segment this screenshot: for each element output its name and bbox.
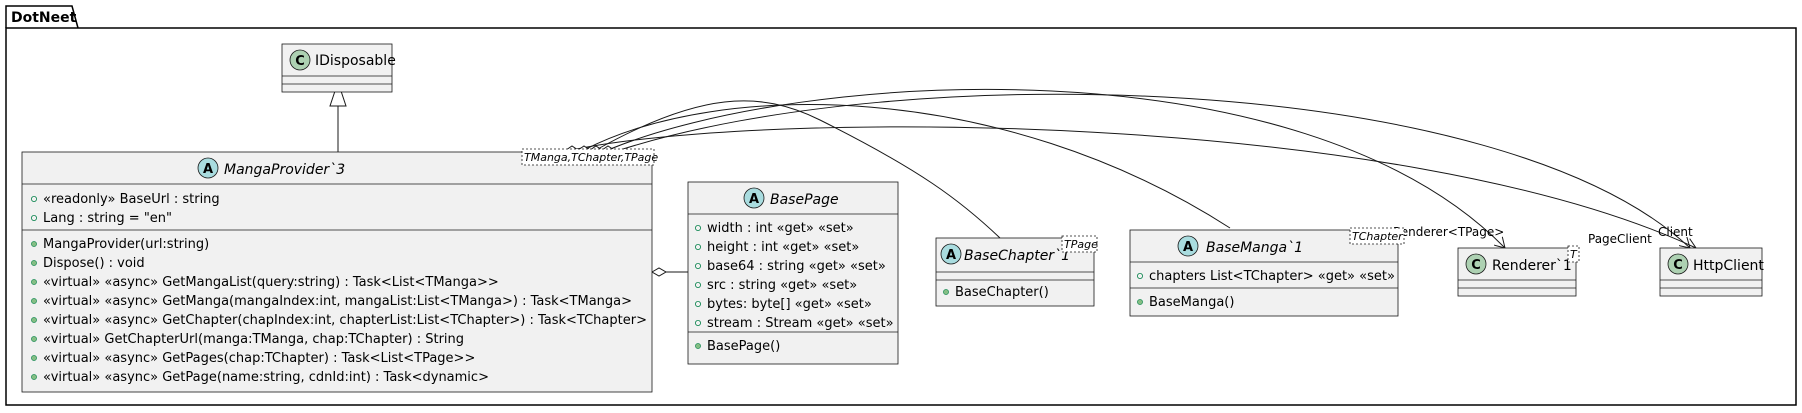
class-stereotype-circle <box>289 49 311 71</box>
field-visibility-icon <box>695 300 702 307</box>
aggregation-chapter-line <box>595 100 1001 239</box>
edge-label-renderer: Renderer<TPage> <box>1393 225 1504 239</box>
method-list: BaseManga() <box>1137 295 1234 310</box>
method-signature: MangaProvider(url:string) <box>43 237 209 252</box>
method-signature: BasePage() <box>707 339 780 354</box>
method-signature: «virtual» «async» GetChapter(chapIndex:i… <box>43 313 647 328</box>
class-stereotype-circle <box>197 157 219 179</box>
method-list: MangaProvider(url:string) Dispose() : voi… <box>31 237 647 385</box>
class-name: BaseManga`1 <box>1206 240 1303 256</box>
field-visibility-icon <box>30 195 37 202</box>
edge-label-pageclient: PageClient <box>1588 232 1652 246</box>
field-list: chapters List<TChapter> «get» «set» <box>1137 269 1395 284</box>
method-visibility-icon <box>31 374 37 380</box>
association-renderer-line <box>607 88 1505 248</box>
method-signature: «virtual» «async» GetPage(name:string, c… <box>43 370 489 385</box>
method-visibility-icon <box>31 298 37 304</box>
field-signature: Lang : string = "en" <box>43 211 172 226</box>
class-base-chapter: A BaseChapter`1 TPage BaseChapter() <box>935 235 1098 307</box>
association-client-line <box>571 126 1696 248</box>
method-signature: «virtual» «async» GetMangaList(query:str… <box>43 275 499 290</box>
generic-param-box <box>521 148 655 166</box>
method-visibility-icon <box>31 260 37 266</box>
class-stereotype-circle <box>1177 235 1199 257</box>
class-stereotype-letter: C <box>1471 258 1481 273</box>
relationships <box>329 80 1696 277</box>
field-list: width : int «get» «set» height : int «get… <box>695 221 894 331</box>
generic-param-label: T <box>1570 248 1578 261</box>
field-visibility-icon <box>695 262 702 269</box>
field-signature: width : int «get» «set» <box>707 221 854 236</box>
field-visibility-icon <box>695 319 702 326</box>
aggregation-manga-line <box>583 104 1231 229</box>
class-stereotype-letter: A <box>946 248 956 263</box>
method-signature: Dispose() : void <box>43 256 145 271</box>
method-visibility-icon <box>31 279 37 285</box>
association-pageclient-line <box>619 93 1690 248</box>
generic-param-box <box>1061 235 1098 253</box>
method-visibility-icon <box>1137 299 1143 305</box>
generic-param-box <box>1567 245 1580 263</box>
method-visibility-icon <box>943 289 949 295</box>
method-signature: «virtual» GetChapterUrl(manga:TManga, ch… <box>43 332 464 347</box>
class-idisposable: C IDisposable <box>281 43 396 93</box>
realization-triangle <box>329 80 347 107</box>
field-signature: base64 : string «get» «set» <box>707 259 886 274</box>
field-signature: stream : Stream «get» «set» <box>707 316 894 331</box>
field-visibility-icon <box>1137 272 1144 279</box>
class-base-manga: A BaseManga`1 TChapter chapters List<TCh… <box>1129 227 1405 317</box>
class-manga-provider: A MangaProvider`3 TManga,TChapter,TPage … <box>21 148 658 393</box>
generic-param-label: TChapter <box>1352 230 1404 243</box>
field-visibility-icon <box>30 214 37 221</box>
method-visibility-icon <box>31 336 37 342</box>
class-name: HttpClient <box>1693 258 1764 274</box>
class-stereotype-letter: A <box>203 162 213 177</box>
class-http-client: C HttpClient <box>1659 247 1764 297</box>
class-stereotype-circle <box>743 187 765 209</box>
class-base-page: A BasePage width : int «get» «set» height… <box>687 181 899 365</box>
aggregation-page-diamond <box>650 267 668 277</box>
package-name: DotNeet <box>11 10 77 26</box>
class-stereotype-letter: A <box>749 192 759 207</box>
generic-param-box <box>1349 227 1405 245</box>
package-frame <box>5 27 1797 406</box>
class-stereotype-letter: C <box>295 54 305 69</box>
class-name: Renderer`1 <box>1492 258 1572 274</box>
class-name: BaseChapter`1 <box>964 248 1070 264</box>
field-signature: chapters List<TChapter> «get» «set» <box>1149 269 1395 284</box>
class-stereotype-letter: C <box>1673 258 1683 273</box>
edge-label-client: Client <box>1658 225 1693 239</box>
method-list: BaseChapter() <box>943 285 1049 300</box>
class-name: IDisposable <box>315 53 396 69</box>
package-dotneet: DotNeet <box>5 5 1797 406</box>
field-signature: src : string «get» «set» <box>707 278 857 293</box>
method-visibility-icon <box>31 317 37 323</box>
method-signature: BaseManga() <box>1149 295 1234 310</box>
field-visibility-icon <box>695 243 702 250</box>
method-list: BasePage() <box>695 339 780 354</box>
method-visibility-icon <box>31 355 37 361</box>
generic-param-label: TManga,TChapter,TPage <box>524 151 658 164</box>
field-signature: height : int «get» «set» <box>707 240 859 255</box>
method-visibility-icon <box>695 343 701 349</box>
field-signature: bytes: byte[] «get» «set» <box>707 297 872 312</box>
field-signature: «readonly» BaseUrl : string <box>43 192 220 207</box>
method-signature: BaseChapter() <box>955 285 1049 300</box>
class-stereotype-letter: A <box>1183 240 1193 255</box>
class-renderer: C Renderer`1 T <box>1457 245 1580 297</box>
class-stereotype-circle <box>1465 253 1487 275</box>
class-stereotype-circle <box>940 243 962 265</box>
method-visibility-icon <box>31 241 37 247</box>
class-name: MangaProvider`3 <box>224 162 345 178</box>
method-signature: «virtual» «async» GetManga(mangaIndex:in… <box>43 294 632 309</box>
package-tab <box>5 5 79 29</box>
class-stereotype-circle <box>1667 253 1689 275</box>
method-signature: «virtual» «async» GetPages(chap:TChapter… <box>43 351 475 366</box>
field-visibility-icon <box>695 281 702 288</box>
generic-param-label: TPage <box>1064 238 1098 251</box>
class-name: BasePage <box>770 192 839 208</box>
field-visibility-icon <box>695 224 702 231</box>
